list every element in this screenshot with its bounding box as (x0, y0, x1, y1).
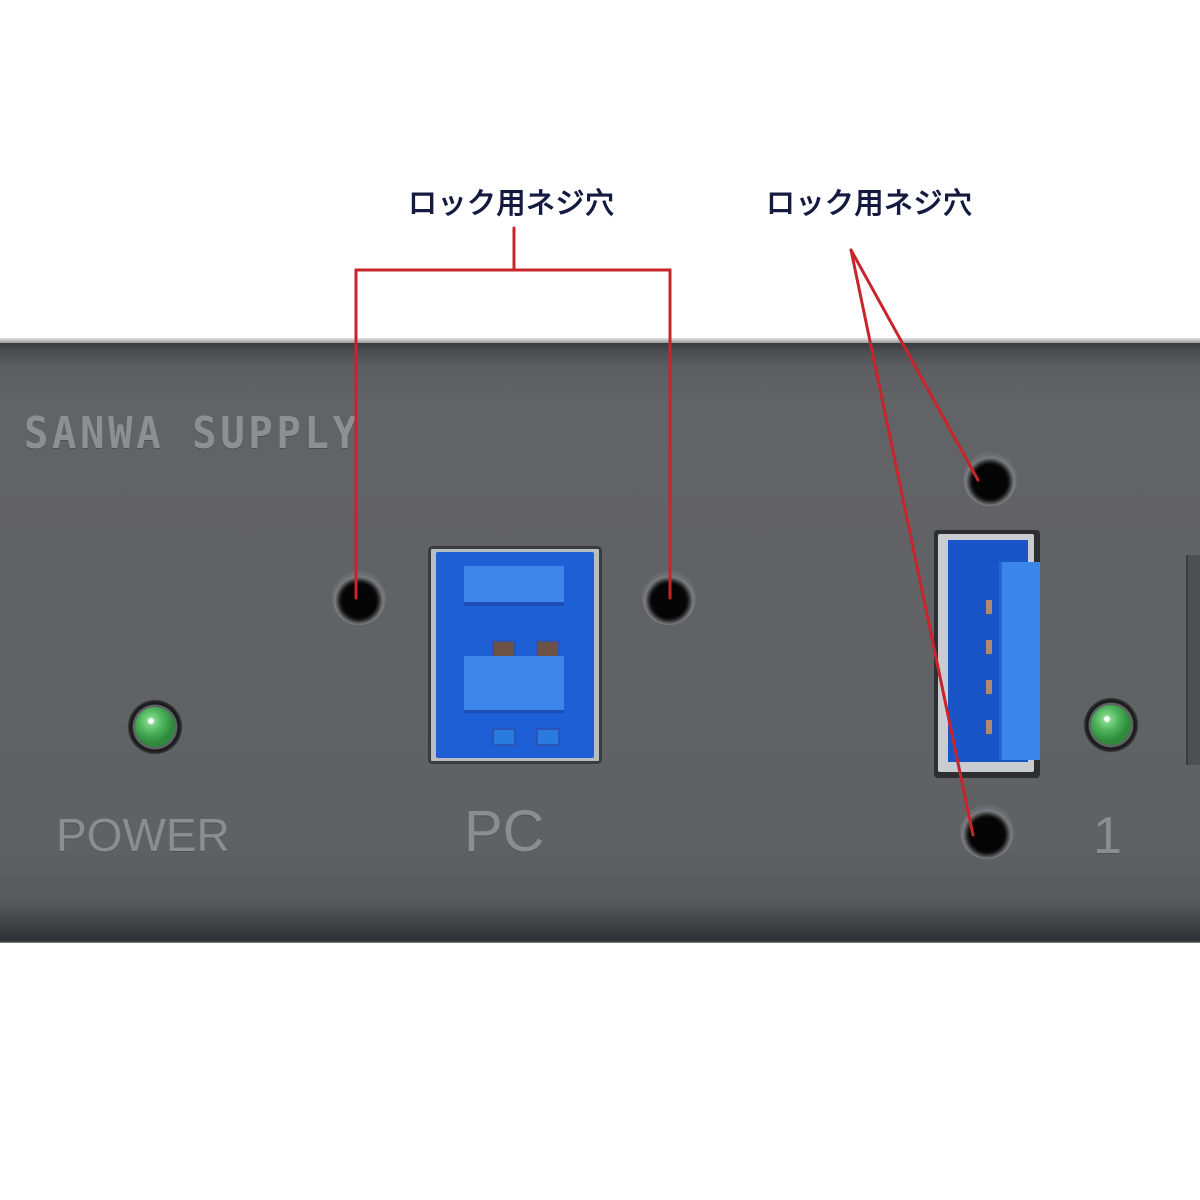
callout-label-pc-screw-holes: ロック用ネジ穴 (408, 186, 615, 220)
port1-lock-screw-hole-bottom (960, 805, 1014, 859)
pc-lock-screw-hole-left (332, 571, 386, 625)
callout-label-port1-screw-holes: ロック用ネジ穴 (766, 186, 973, 220)
pc-port-label: PC (464, 799, 545, 864)
usb-b-port-pc[interactable] (428, 546, 602, 764)
port1-label: 1 (1093, 807, 1122, 865)
port1-led-icon (1083, 697, 1139, 753)
usb-a-port-1[interactable] (934, 530, 1040, 778)
pc-lock-screw-hole-right (642, 571, 696, 625)
next-port-edge (1186, 555, 1200, 765)
power-label: POWER (56, 809, 230, 861)
port1-lock-screw-hole-top (963, 452, 1017, 506)
power-led-icon (127, 699, 183, 755)
brand-logo: SANWA SUPPLY (24, 408, 361, 459)
